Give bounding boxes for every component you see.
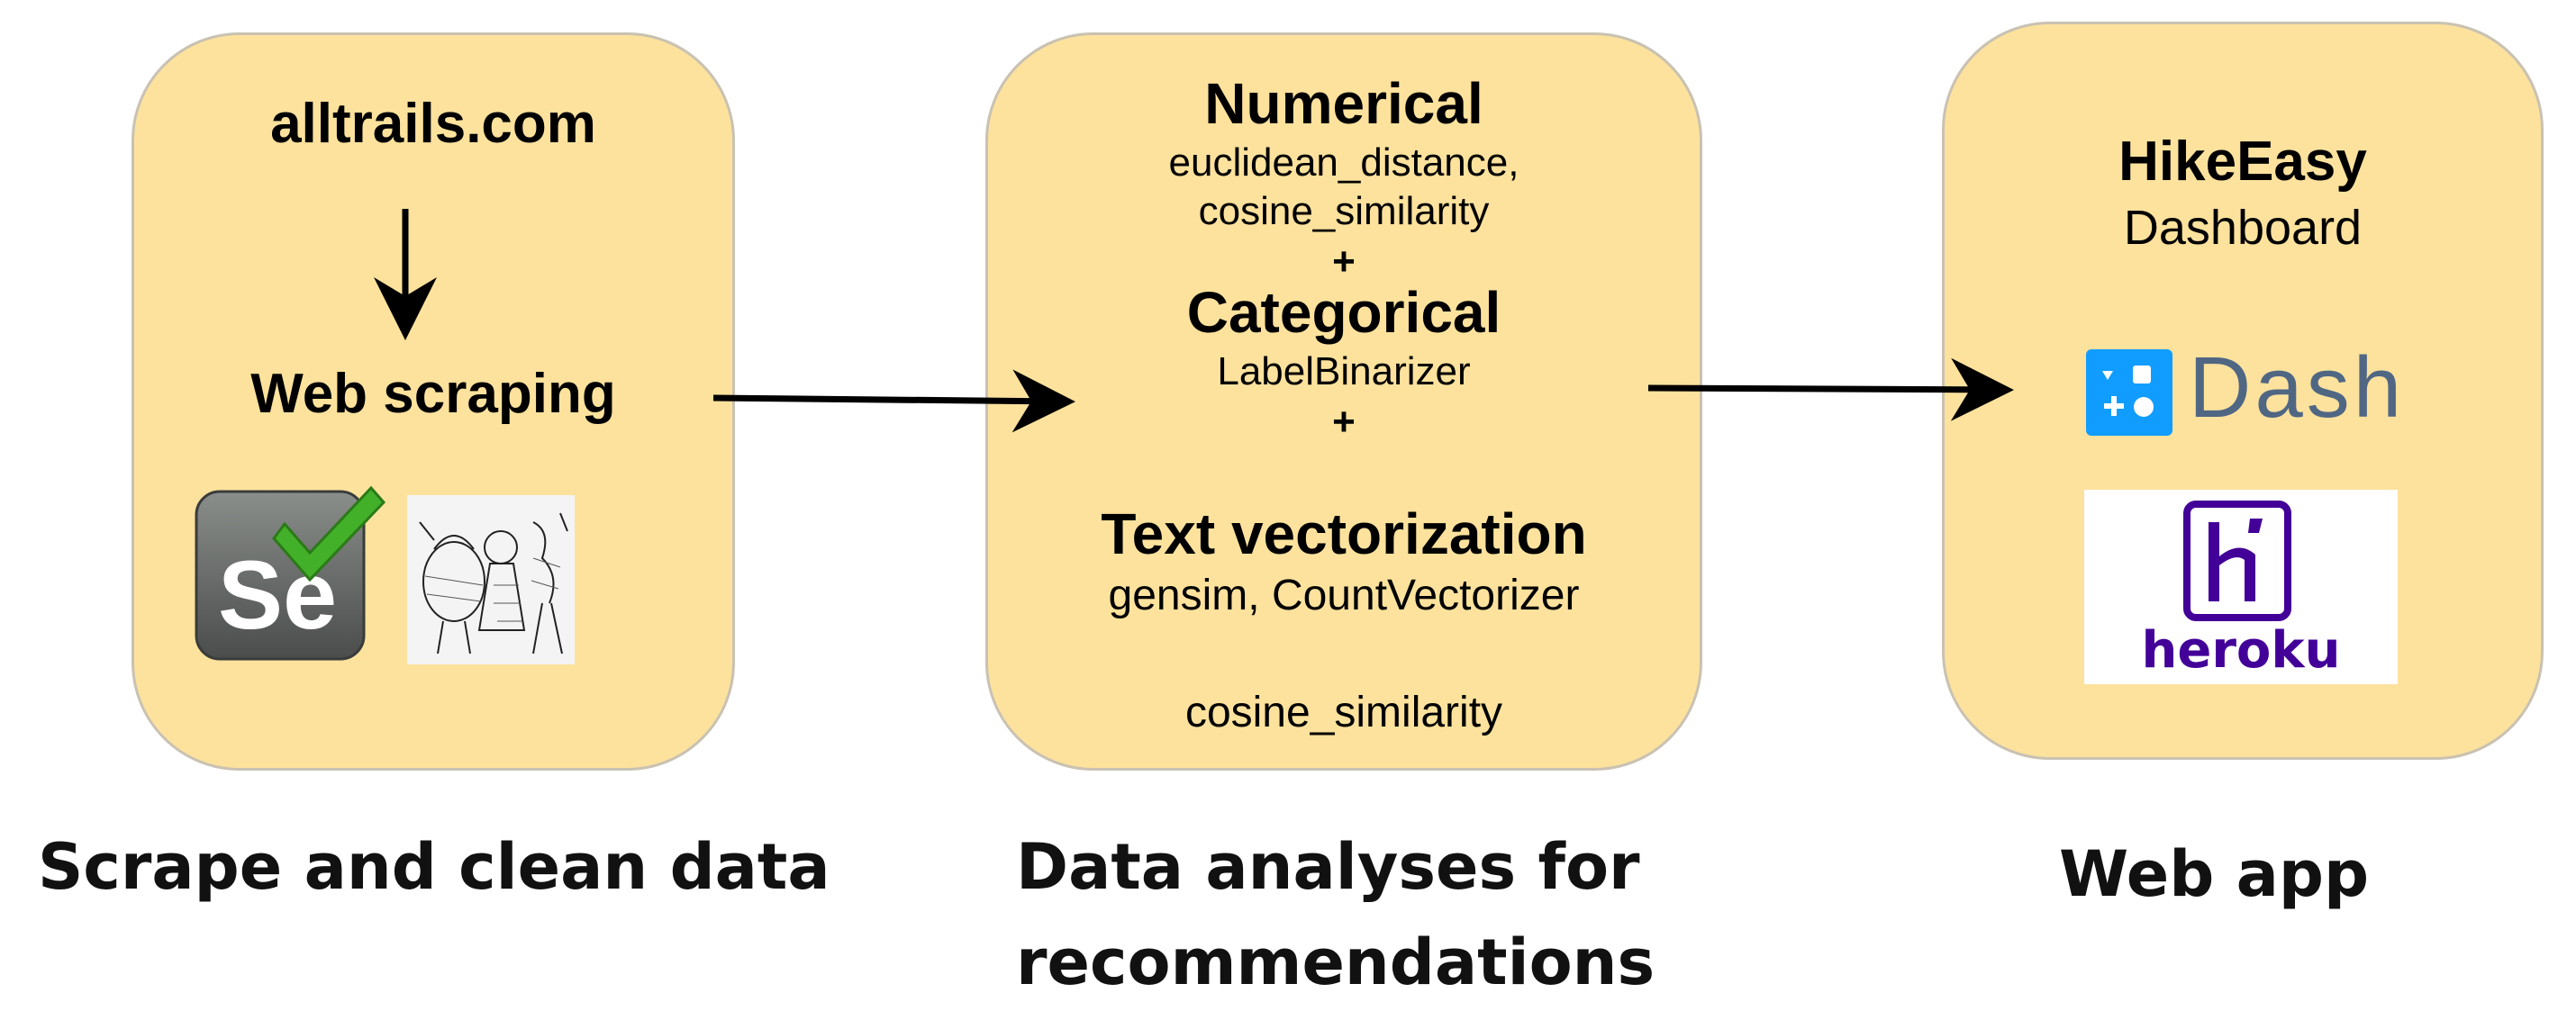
categorical-detail: LabelBinarizer: [1217, 349, 1471, 393]
analysis-to-webapp-arrow: [1647, 357, 2014, 421]
text-vectorization-detail: gensim, CountVectorizer: [1108, 572, 1580, 619]
dash-logo-icon: [2086, 349, 2172, 436]
heroku-logo-box: [2084, 490, 2398, 684]
analysis-panel: [985, 32, 1702, 771]
source-site-label: alltrails.com: [270, 93, 596, 155]
numerical-detail-line2: cosine_similarity: [1198, 189, 1490, 233]
dash-label: Dash: [2189, 339, 2406, 436]
heroku-label: heroku: [2141, 621, 2341, 680]
scrape-to-analysis-arrow: [712, 369, 1075, 433]
numerical-title: Numerical: [1204, 71, 1483, 136]
plus-sign-2: +: [1332, 400, 1356, 444]
web-scraping-label: Web scraping: [250, 363, 616, 425]
scrape-caption: Scrape and clean data: [38, 830, 830, 904]
cosine-similarity-label: cosine_similarity: [1184, 689, 1503, 736]
selenium-logo-icon: Se: [195, 485, 386, 661]
plus-sign-1: +: [1332, 239, 1356, 284]
categorical-title: Categorical: [1186, 280, 1501, 345]
text-vectorization-title: Text vectorization: [1101, 501, 1587, 566]
heroku-logo-icon: [2183, 501, 2291, 621]
analysis-caption-line2: recommendations: [1016, 925, 1655, 999]
hikeeasy-title: HikeEasy: [2118, 131, 2367, 193]
analysis-caption-line1: Data analyses for: [1016, 830, 1640, 904]
beautifulsoup-illustration-icon: [407, 495, 575, 664]
webapp-panel: [1942, 22, 2544, 760]
dashboard-subtitle: Dashboard: [2123, 201, 2363, 255]
numerical-detail-line1: euclidean_distance,: [1168, 140, 1519, 185]
webapp-caption: Web app: [2059, 837, 2370, 911]
